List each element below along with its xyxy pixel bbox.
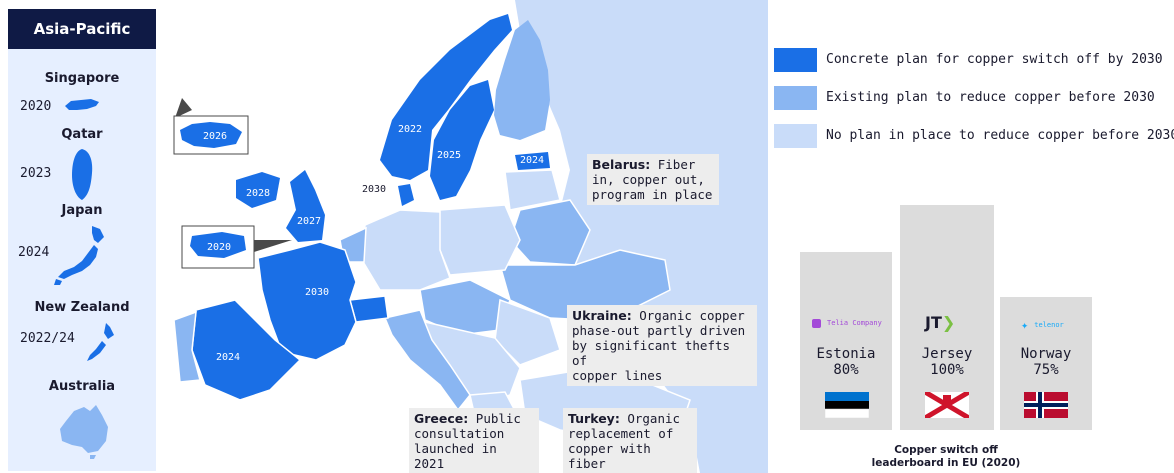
new-zealand-shape [87, 323, 114, 361]
label-jersey: 2020 [207, 242, 231, 253]
leaderboard-label-estonia: Estonia 80% [816, 346, 876, 378]
legend-swatch-existing [774, 86, 817, 110]
region-spain [191, 299, 302, 401]
region-denmark [398, 184, 414, 206]
leaderboard-label-norway: Norway 75% [1020, 346, 1072, 378]
region-romania [494, 298, 561, 366]
ap-country-qatar: Qatar [61, 127, 103, 142]
legend-label-concrete: Concrete plan for copper switch off by 2… [826, 52, 1163, 67]
japan-shape [54, 226, 104, 285]
asia-pacific-panel: Asia-Pacific Singapore 2020 Qatar 2023 J… [8, 9, 156, 471]
label-france: 2030 [305, 287, 329, 298]
legend-label-existing: Existing plan to reduce copper before 20… [826, 90, 1155, 105]
telia-logo: Telia Company [812, 318, 882, 329]
callout-turkey: Turkey: Organic replacement of copper wi… [563, 408, 697, 473]
telia-logo-icon [812, 318, 821, 328]
region-sweden [430, 80, 494, 200]
region-italy [383, 309, 471, 412]
region-ireland [236, 172, 280, 208]
callout-greece: Greece: Public consultation launched in … [409, 408, 539, 473]
norway-flag-icon [1024, 392, 1068, 418]
leaderboard-caption: Copper switch off leaderboard in EU (202… [871, 444, 1021, 469]
region-france [257, 241, 357, 361]
region-poland [437, 204, 521, 276]
jersey-flag-icon [925, 392, 969, 418]
region-baltics [504, 169, 561, 211]
asia-pacific-title: Asia-Pacific [8, 9, 156, 49]
legend-swatch-none [774, 124, 817, 148]
region-estonia [515, 152, 550, 170]
region-iceland [180, 122, 242, 148]
telenor-logo: ✦ telenor [1021, 318, 1064, 332]
jersey-pointer [254, 240, 292, 252]
ap-year-japan: 2024 [18, 245, 50, 260]
ap-country-japan: Japan [61, 203, 103, 218]
estonia-flag-icon [825, 392, 869, 418]
region-jersey [190, 232, 246, 258]
label-sweden: 2025 [437, 150, 461, 161]
singapore-shape [65, 99, 99, 110]
europe-map: 2022 2025 2024 2030 2030 2030 2024 2027 … [173, 0, 768, 473]
telenor-logo-icon: ✦ [1021, 318, 1029, 332]
ap-country-new-zealand: New Zealand [34, 300, 130, 315]
label-denmark: 2030 [362, 184, 386, 195]
legend-swatch-concrete [774, 48, 817, 72]
region-uk [286, 170, 325, 242]
callout-belarus: Belarus: Fiber in, copper out, program i… [587, 154, 719, 205]
callout-ukraine: Ukraine: Organic copper phase-out partly… [567, 305, 757, 386]
region-portugal [173, 310, 201, 383]
leaderboard-label-jersey: Jersey 100% [921, 346, 973, 378]
ap-year-singapore: 2020 [20, 99, 52, 114]
region-ukraine [499, 249, 671, 321]
jt-logo: JT❯ [925, 313, 956, 332]
iceland-pointer [175, 98, 192, 118]
region-finland [494, 20, 550, 140]
ap-year-new-zealand: 2022/24 [20, 331, 75, 346]
ap-year-qatar: 2023 [20, 166, 52, 181]
label-estonia: 2024 [520, 155, 544, 166]
label-ireland: 2028 [246, 188, 270, 199]
region-norway [380, 14, 512, 180]
australia-shape [60, 405, 108, 459]
label-spain: 2024 [216, 352, 240, 363]
ap-country-singapore: Singapore [44, 71, 120, 86]
label-uk: 2027 [297, 216, 321, 227]
region-germany [361, 209, 451, 291]
qatar-shape [72, 149, 93, 200]
label-norway: 2022 [398, 124, 422, 135]
legend-label-none: No plan in place to reduce copper before… [826, 128, 1174, 143]
label-iceland: 2026 [203, 131, 227, 142]
ap-country-australia: Australia [48, 379, 116, 394]
